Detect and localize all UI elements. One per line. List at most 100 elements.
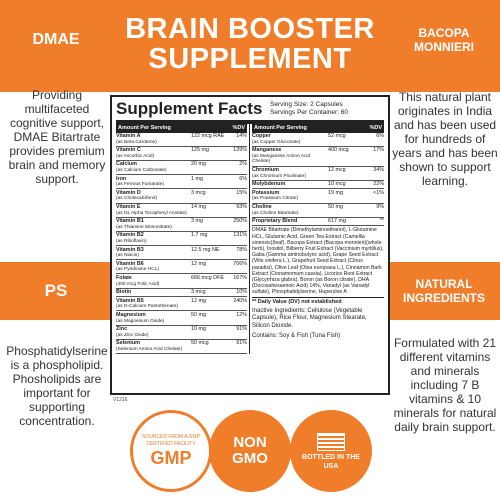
nutrient-source: (as Beta-Carotene) (116, 139, 157, 145)
nutrient-name: Iron(as Ferrous Fumarate) (116, 176, 191, 188)
nutrient-name-text: Vitamin B2 (116, 232, 144, 239)
nutrient-dv: ** (379, 218, 384, 225)
nutrient-dv: 15% (236, 189, 247, 196)
nutrient-name-text: Molybdenum (252, 181, 286, 188)
nutrient-dv: 93% (236, 204, 247, 211)
nutrient-name-text: Calcium (116, 161, 137, 168)
nutrient-dv: 91% (236, 326, 247, 333)
nutrient-name-text: Vitamin E (116, 204, 141, 211)
nutrient-dv: 240% (233, 297, 247, 304)
nutrient-amount: 12 mcg (328, 167, 346, 174)
nutrient-name: Manganese(as Manganese Amino Acid Chelat… (252, 147, 328, 165)
nutrient-dv: 9% (376, 204, 384, 211)
nutrient-name-text: Selenium (116, 340, 140, 347)
nutrient-amount: 617 mg (328, 218, 346, 225)
nutrient-amount: 400 mcg (328, 147, 349, 154)
dv-header: %DV (232, 125, 245, 131)
nutrient-name-text: Biotin (116, 289, 132, 296)
nutrient-source: (as Chromium Picolinate) (252, 173, 306, 179)
dmae-heading: DMAE (0, 14, 112, 66)
nutrient-source: (as Ferrous Fumarate) (116, 182, 164, 188)
nutrient-dv: 10% (236, 289, 247, 296)
ps-text: Phosphatidylserine is a phospholipid. Ph… (6, 344, 108, 428)
ps-heading: PS (0, 262, 112, 320)
nutrient-name: Vitamin B6(as Pyridoxine HCL) (116, 261, 191, 273)
lot-code: V1216 (113, 397, 128, 403)
nutrient-name: Molybdenum (252, 181, 328, 188)
nutrient-name: Selenium(Selenium Amino Acid Chelate) (116, 340, 191, 352)
natural-heading: NATURAL INGREDIENTS (388, 262, 500, 320)
nutrient-name: Magnesium(as Magnesium Oxide) (116, 312, 191, 324)
nutrient-dv: 6% (239, 175, 247, 182)
nutrient-name-text: Magnesium (116, 311, 146, 318)
nutrient-amount: 20 mg (191, 161, 206, 168)
nutrient-name: Vitamin B2(as Riboflavin) (116, 232, 191, 244)
nutrient-source: (as Calcium Carbonate) (116, 168, 167, 174)
nutrient-name: Vitamin D(as Cholecalciferol) (116, 190, 191, 202)
bacopa-heading: BACOPA MONNIERI (388, 14, 500, 66)
nutrient-amount: 12 mg (191, 297, 206, 304)
nutrient-amount: 50 mg (328, 204, 343, 211)
nutrient-name: Vitamin B3(as Niacin) (116, 247, 191, 259)
nutrient-amount: 10 mg (191, 326, 206, 333)
nutrient-name: Vitamin E(as DL Alpha Tocopheryl Acetate… (116, 204, 191, 216)
nutrient-name-text: Vitamin B3 (116, 246, 144, 253)
nutrient-source: (as Choline Bitartrate) (252, 210, 299, 216)
nutrient-row: Vitamin B5(as D-Calcium Pantothenate)12 … (116, 297, 247, 312)
nutrient-amount: 666 mcg DFE (191, 274, 224, 281)
nutrient-name: Vitamin A(as Beta-Carotene) (116, 133, 191, 145)
gmp-badge-subtext: SOURCED FROM A GMP CERTIFIED FACILITY (141, 433, 201, 447)
nutrient-name-text: Copper (252, 133, 271, 140)
nutrient-dv: 131% (233, 232, 247, 239)
nutrient-name-text: Vitamin A (116, 133, 141, 140)
non-gmo-badge: NON GMO (209, 410, 291, 492)
dv-note: ** Daily Value (DV) not established (252, 298, 342, 305)
nutrient-source: (as Magnesium Oxide) (116, 318, 165, 324)
nutrient-dv: 706% (233, 260, 247, 267)
nutrient-source: (Selenium Amino Acid Chelate) (116, 346, 183, 352)
nutrient-amount: 50 mg (191, 311, 206, 318)
nutrient-amount: 19 mg (328, 189, 343, 196)
nutrient-name: Calcium(as Calcium Carbonate) (116, 161, 191, 173)
nutrient-row: Vitamin E(as DL Alpha Tocopheryl Acetate… (116, 204, 247, 218)
amount-header: Amount Per Serving (118, 125, 171, 131)
nutrient-source: (as Niacin) (116, 253, 139, 259)
facts-right-column: Amount Per Serving %DV Copper(as Copper … (250, 124, 384, 354)
nutrient-dv: <1% (373, 189, 384, 196)
proprietary-blend-text: DMAE Bitartrate (Dimethylaminoethanol), … (252, 226, 384, 298)
nutrient-source: (as Thiamine Mononitrate) (116, 224, 172, 230)
nutrient-name: Choline(as Choline Bitartrate) (252, 204, 328, 216)
bottled-in-usa-badge: BOTTLED IN THE USA (290, 410, 372, 492)
nutrient-row: Potassium(as Poassium Citrate)19 mg<1% (252, 189, 384, 204)
nutrient-name-text: Vitamin B6 (116, 260, 144, 267)
facts-title: Supplement Facts (116, 99, 263, 118)
dmae-text: Providing multifaceted cognitive support… (8, 88, 106, 186)
inactive-ingredients: Inactive Ingredients: Cellulose (Vegetab… (252, 308, 367, 329)
nutrient-dv: 17% (373, 147, 384, 154)
nutrient-amount: 52 mcg (328, 133, 346, 140)
nutrient-source: (as D-Calcium Pantothenate) (116, 304, 178, 310)
dv-header: %DV (369, 125, 382, 131)
nutrient-name: Folate(400 mcg Folic Acid) (116, 275, 191, 287)
nutrient-name: Biotin (116, 289, 191, 296)
nutrient-dv: 34% (373, 167, 384, 174)
nutrient-name: Vitamin C(as Ascorbic Acid) (116, 147, 191, 159)
supplement-facts-panel: Supplement Facts Serving Size: 2 Capsule… (110, 95, 390, 395)
serving-size: Serving Size: 2 Capsules (270, 101, 343, 108)
nutrient-amount: 125 mg (191, 147, 209, 154)
nutrient-name-text: Choline (252, 204, 272, 211)
